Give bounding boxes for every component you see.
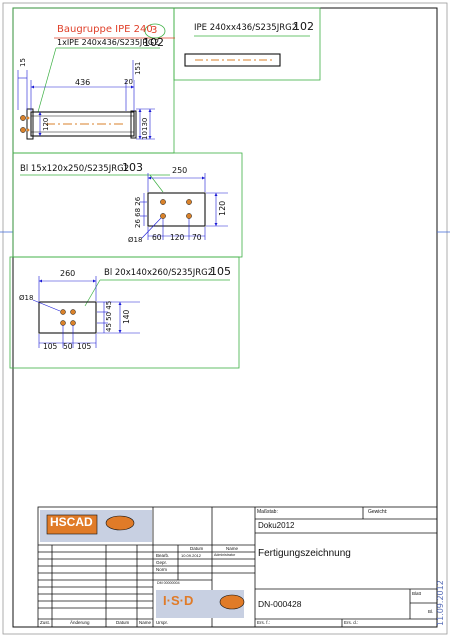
plate1-view: [140, 173, 228, 240]
ipe-view: [184, 53, 281, 67]
group-label: Baugruppe IPE 240: [57, 24, 153, 35]
bearb-date: 10.09.2012: [181, 553, 202, 558]
dim-plate2-diameter: Ø18: [19, 294, 34, 302]
norm-label: Norm: [156, 567, 167, 572]
document-title: Fertigungszeichnung: [258, 548, 351, 559]
dim-plate1-vertical: 26 68 26: [134, 196, 142, 228]
name-header: Name: [226, 546, 239, 551]
datum-label: Datum: [116, 620, 130, 625]
group-number: 3: [151, 25, 158, 36]
part-label-assembly: 1xIPE 240x436/S235JRG2: [57, 38, 160, 47]
ipe-number: 102: [293, 20, 314, 33]
blatt-label: Blatt: [412, 591, 422, 596]
isd-emblem-icon: [219, 594, 245, 610]
gewicht-label: Gewicht:: [368, 509, 388, 515]
dim-assembly-130: 130: [141, 117, 149, 131]
urspr-label: Urspr.: [156, 620, 169, 625]
ipe-label: IPE 240xx436/S235JRG2: [194, 23, 298, 33]
dim-plate1-diameter: Ø18: [128, 236, 143, 244]
view-frame-ipe[interactable]: [173, 7, 321, 81]
company-logo-box: [46, 514, 98, 535]
assembly-view: [17, 60, 155, 140]
dim-plate1-width: 250: [172, 166, 188, 175]
plate1-number: 103: [122, 161, 143, 174]
bearb-name: Administrator: [214, 553, 236, 557]
masstab-label: Maßstab:: [257, 509, 278, 515]
dim-assembly-10: 10: [141, 131, 149, 140]
small-code: DM 00000004: [157, 581, 180, 585]
side-date: 11.09.2012: [436, 580, 445, 626]
dim-plate1-70: 70: [192, 233, 202, 242]
dim-assembly-20: 20: [124, 78, 133, 86]
plate1-label: Bl 15x120x250/S235JRG2: [20, 164, 130, 174]
dim-plate2-width: 260: [60, 269, 76, 278]
dim-plate2-50: 50: [63, 342, 73, 351]
dim-plate2-140: 140: [122, 309, 131, 324]
isd-logo: I·S·D: [163, 593, 194, 608]
dim-plate2-105a: 105: [43, 342, 58, 351]
plate2-label: Bl 20x140x260/S235JRG2: [104, 268, 214, 278]
dim-assembly-15: 15: [19, 58, 27, 67]
name-label: Name: [139, 620, 152, 625]
dim-plate2-vertical: 45 50 45: [105, 300, 113, 332]
bl-label: Bl.: [428, 609, 434, 614]
dim-plate1-60: 60: [152, 233, 162, 242]
dim-assembly-120: 120: [42, 117, 50, 131]
aenderung-label: Änderung: [70, 620, 90, 625]
dim-plate1-height: 120: [218, 200, 227, 216]
bearb-label: Bearb.: [156, 553, 170, 558]
group-number-balloon: [144, 23, 166, 39]
zust-label: Zust.: [40, 620, 51, 625]
plate2-view: [32, 276, 140, 348]
part-number-assembly: 102: [143, 36, 164, 49]
dim-plate1-120: 120: [170, 233, 185, 242]
view-frame-plate2[interactable]: [9, 256, 240, 369]
project-name: Doku2012: [258, 521, 295, 530]
ers-fuer-label: Ers. f.:: [257, 620, 271, 625]
dim-assembly-151: 151: [134, 61, 142, 75]
dim-plate2-105b: 105: [77, 342, 92, 351]
logo-emblem-icon: [105, 515, 135, 531]
dim-assembly-length: 436: [75, 78, 91, 87]
plate2-number: 105: [210, 265, 231, 278]
datum-header: Datum: [190, 546, 204, 551]
company-logo-text: HSCAD: [50, 515, 93, 529]
drawing-number: DN-000428: [258, 599, 302, 609]
title-block: [37, 506, 438, 628]
gepr-label: Gepr.: [156, 560, 168, 565]
ers-durch-label: Ers. d.:: [344, 620, 359, 625]
